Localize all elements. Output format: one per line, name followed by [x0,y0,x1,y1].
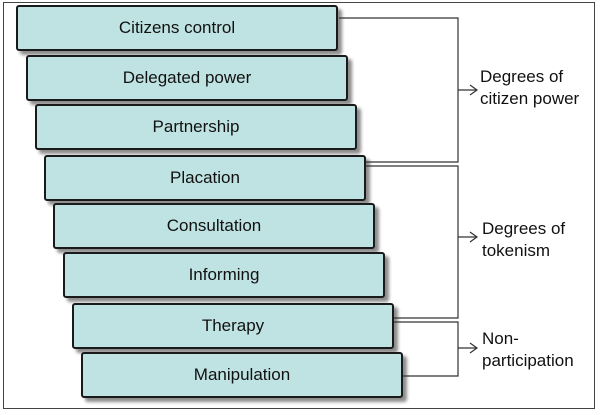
bracket-non-participation [394,321,459,377]
rung-partnership: Partnership [35,104,357,150]
group-label-line: Degrees of [480,67,564,86]
rung-manipulation: Manipulation [81,352,403,398]
group-label-tokenism: Degrees of tokenism [482,218,565,262]
bracket-citizen-power [339,17,459,163]
bracket-tokenism [366,165,459,319]
rung-placation: Placation [44,155,366,201]
rung-citizens-control: Citizens control [16,5,338,51]
rung-informing: Informing [63,252,385,298]
group-label-non-participation: Non- participation [482,328,574,372]
rung-consultation: Consultation [53,203,375,249]
group-label-line: citizen power [480,89,580,108]
rung-delegated-power: Delegated power [26,55,348,101]
group-label-line: tokenism [482,241,551,260]
group-label-line: Degrees of [482,219,566,238]
group-label-line: participation [482,351,574,370]
group-label-citizen-power: Degrees of citizen power [480,66,579,110]
rung-therapy: Therapy [72,303,394,349]
group-label-line: Non- [482,329,519,348]
